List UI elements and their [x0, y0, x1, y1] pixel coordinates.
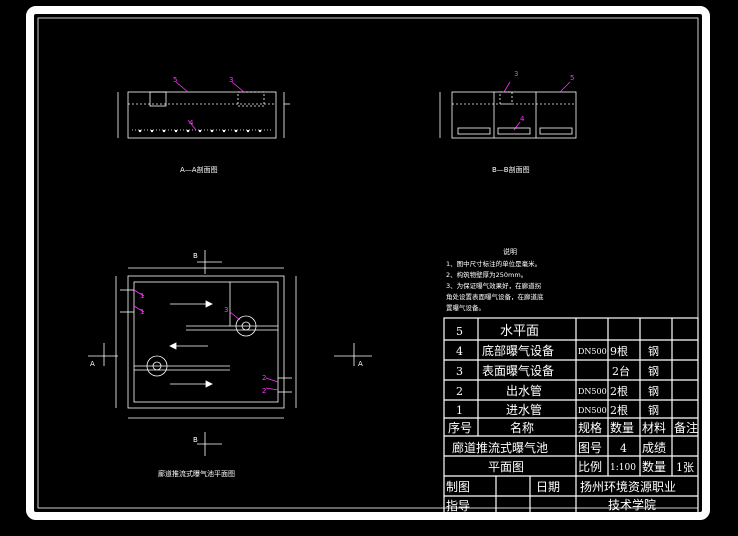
notes-line-5: 置曝气设备。 — [446, 303, 485, 312]
callout-plan-3: 3 — [224, 306, 228, 314]
notes-line-2: 2、构筑物壁厚为250mm。 — [446, 270, 527, 279]
label-score: 成绩 — [642, 441, 666, 455]
sheets: 1张 — [676, 461, 694, 474]
bb-section — [439, 81, 577, 139]
header-material: 材料 — [642, 421, 666, 435]
row-1-no: 1 — [456, 404, 463, 417]
row-4-name: 底部曝气设备 — [482, 343, 554, 358]
callout-plan-2b: 2 — [262, 387, 266, 395]
notes-heading: 说明 — [503, 247, 517, 256]
aa-section-title: A—A剖面图 — [180, 165, 218, 174]
label-drafter: 制图 — [446, 480, 470, 494]
outer-frame — [26, 6, 710, 520]
label-qty: 数量 — [642, 459, 666, 474]
label-advisor: 指导 — [446, 498, 470, 513]
drawing-no: 4 — [620, 442, 627, 455]
row-5-name: 水平面 — [500, 324, 539, 339]
aa-diffusers — [138, 129, 262, 133]
section-marker-b-top: B — [193, 252, 198, 260]
label-scale: 比例 — [578, 460, 602, 474]
row-2-qty: 2根 — [610, 384, 628, 398]
plan-view — [115, 267, 297, 419]
notes-line-4: 角处设置表面曝气设备，在廊道底 — [446, 292, 544, 301]
section-marker-b-bottom: B — [193, 436, 198, 444]
scale: 1:100 — [610, 463, 636, 473]
row-4-material: 钢 — [648, 345, 659, 358]
aa-section — [117, 81, 290, 139]
callout-plan-2a: 2 — [262, 374, 266, 382]
callout-aa-4: 4 — [189, 119, 194, 127]
row-3-qty: 2台 — [612, 364, 630, 378]
row-2-spec: DN500 — [578, 387, 607, 396]
inner-frame — [37, 17, 699, 509]
section-marker-a-right: A — [358, 360, 363, 368]
school-2: 技术学院 — [608, 497, 656, 512]
callout-aa-5: 5 — [173, 76, 177, 84]
callout-plan-1a: 1 — [140, 292, 144, 300]
row-2-name: 出水管 — [506, 383, 542, 398]
callout-bb-3: 3 — [514, 70, 518, 78]
row-5-no: 5 — [456, 325, 463, 338]
notes-line-3: 3、为保证曝气效果好，在廊道拐 — [446, 281, 542, 290]
callout-bb-4: 4 — [520, 115, 525, 123]
label-date: 日期 — [536, 480, 560, 494]
row-2-no: 2 — [456, 385, 463, 398]
row-3-name: 表面曝气设备 — [482, 363, 554, 378]
row-4-spec: DN500 — [578, 347, 607, 356]
row-3-material: 钢 — [648, 365, 659, 378]
section-marker-lines — [88, 250, 372, 456]
header-no: 序号 — [448, 420, 472, 435]
notes: 说明 1、图中尺寸标注的单位是毫米。 2、构筑物壁厚为250mm。 3、为保证曝… — [446, 247, 544, 312]
drawing-title-2: 平面图 — [488, 460, 524, 474]
row-1-name: 进水管 — [506, 402, 542, 417]
row-4-no: 4 — [456, 345, 463, 358]
header-qty: 数量 — [610, 420, 634, 435]
row-1-spec: DN500 — [578, 406, 607, 415]
callout-aa-3: 3 — [229, 76, 233, 84]
header-name: 名称 — [510, 420, 534, 435]
school-1: 扬州环境资源职业 — [580, 479, 676, 494]
notes-line-1: 1、图中尺寸标注的单位是毫米。 — [446, 259, 541, 268]
parts-table — [443, 317, 699, 515]
row-1-qty: 2根 — [610, 403, 628, 417]
row-2-material: 钢 — [648, 385, 659, 398]
plan-title: 廊道推流式曝气池平面图 — [158, 469, 235, 478]
row-3-no: 3 — [456, 365, 463, 378]
callout-bb-5: 5 — [570, 74, 574, 82]
section-marker-a-left: A — [90, 360, 95, 368]
bb-section-title: B—B剖面图 — [492, 165, 530, 174]
row-4-qty: 9根 — [610, 344, 628, 358]
label-drawing-no: 图号 — [578, 441, 602, 455]
drawing-title-1: 廊道推流式曝气池 — [452, 440, 548, 455]
header-spec: 规格 — [578, 420, 602, 435]
flow-arrows — [169, 300, 213, 388]
callout-plan-1b: 1 — [140, 308, 144, 316]
header-remark: 备注 — [674, 420, 698, 435]
row-1-material: 钢 — [648, 404, 659, 417]
